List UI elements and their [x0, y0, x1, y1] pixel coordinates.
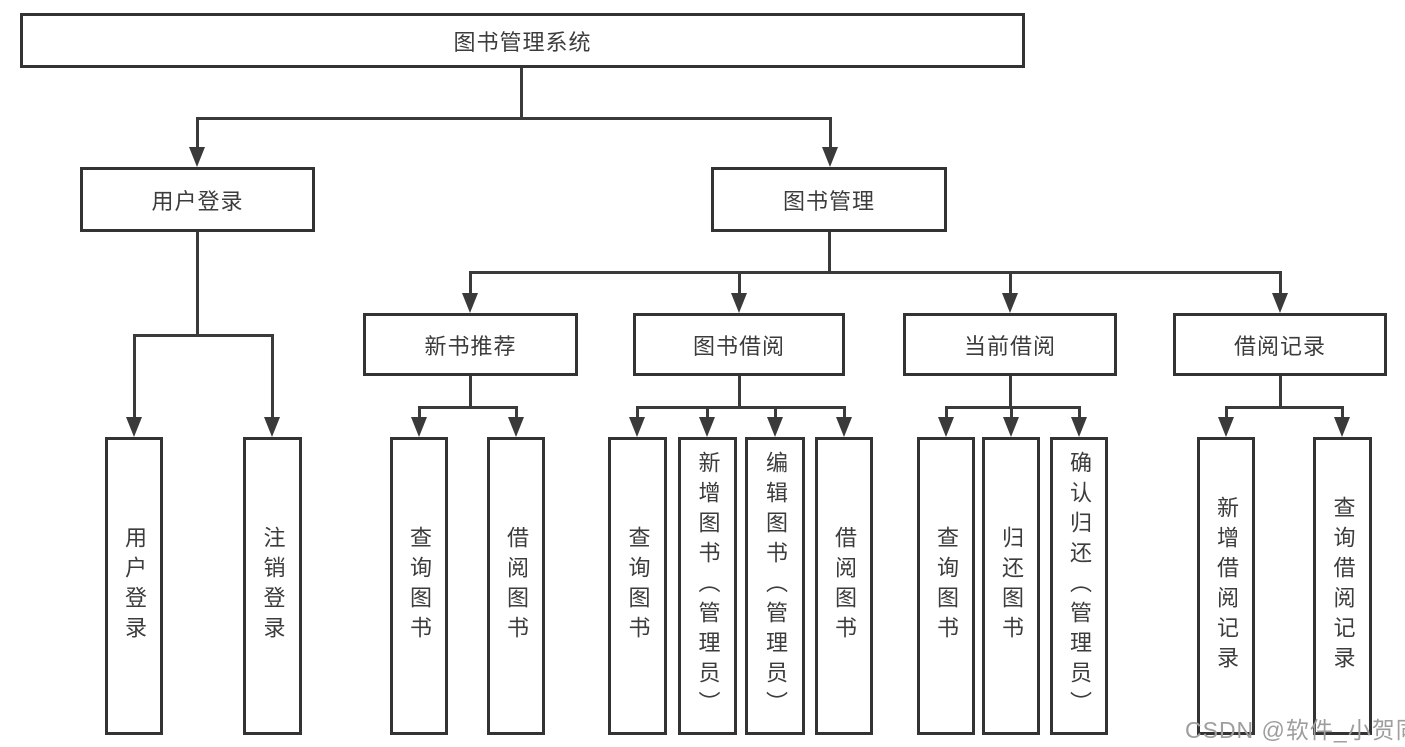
node-label-leaf-edit-books: 编辑图书（管理员）	[763, 451, 788, 721]
connector-line	[705, 407, 709, 421]
arrow-down-icon	[1002, 293, 1018, 313]
connector-line	[828, 118, 832, 151]
node-leaf-query-borrow-record: 查询借阅记录	[1313, 437, 1372, 735]
arrow-down-icon	[189, 147, 205, 167]
node-leaf-query-books-1: 查询图书	[390, 437, 448, 735]
arrow-down-icon	[1272, 293, 1288, 313]
arrow-down-icon	[508, 417, 524, 437]
arrow-down-icon	[938, 417, 954, 437]
connector-line	[944, 407, 948, 421]
node-label-leaf-borrow-books-1: 借阅图书	[504, 526, 529, 646]
connector-line	[1008, 272, 1012, 297]
node-label-current-borrowing: 当前借阅	[963, 333, 1056, 359]
node-label-leaf-add-books: 新增图书（管理员）	[695, 451, 721, 721]
node-label-book-borrowing: 图书借阅	[692, 333, 785, 359]
node-leaf-borrow-books-2: 借阅图书	[815, 437, 873, 735]
node-label-leaf-add-borrow-record: 新增借阅记录	[1214, 496, 1239, 676]
connector-line	[737, 376, 741, 409]
node-leaf-add-books: 新增图书（管理员）	[678, 437, 737, 735]
connector-line	[827, 232, 831, 274]
arrow-down-icon	[629, 417, 645, 437]
node-label-leaf-query-books-2: 查询图书	[625, 526, 651, 646]
node-label-leaf-query-books-3: 查询图书	[934, 526, 959, 646]
connector-line	[1340, 407, 1344, 421]
arrow-down-icon	[411, 417, 427, 437]
node-book-management: 图书管理	[711, 167, 947, 232]
node-label-leaf-return-books: 归还图书	[999, 526, 1024, 646]
node-label-leaf-confirm-return: 确认归还（管理员）	[1067, 451, 1092, 721]
connector-line	[132, 335, 136, 421]
node-label-root: 图书管理系统	[453, 29, 592, 55]
node-current-borrowing: 当前借阅	[903, 313, 1117, 376]
node-label-leaf-logout: 注销登录	[260, 526, 286, 646]
connector-line	[514, 407, 518, 421]
node-leaf-edit-books: 编辑图书（管理员）	[745, 437, 805, 735]
arrow-down-icon	[699, 417, 715, 437]
arrow-down-icon	[767, 417, 783, 437]
connector-line	[1224, 405, 1344, 409]
node-new-book-recommend: 新书推荐	[363, 313, 578, 376]
node-leaf-logout: 注销登录	[243, 437, 302, 735]
connector-line	[132, 333, 274, 337]
node-leaf-add-borrow-record: 新增借阅记录	[1197, 437, 1255, 735]
arrow-down-icon	[1071, 417, 1087, 437]
node-user-login: 用户登录	[80, 167, 315, 232]
node-leaf-borrow-books-1: 借阅图书	[487, 437, 545, 735]
connector-line	[417, 405, 518, 409]
node-label-book-management: 图书管理	[782, 188, 875, 214]
arrow-down-icon	[126, 417, 142, 437]
arrow-down-icon	[1334, 417, 1350, 437]
connector-line	[468, 376, 472, 409]
node-leaf-query-books-3: 查询图书	[917, 437, 975, 735]
connector-line	[519, 68, 523, 120]
connector-line	[1278, 376, 1282, 409]
connector-line	[1278, 272, 1282, 297]
node-label-leaf-query-borrow-record: 查询借阅记录	[1330, 496, 1356, 676]
connector-line	[1077, 407, 1081, 421]
node-borrowing-records: 借阅记录	[1173, 313, 1387, 376]
connector-line	[944, 405, 1081, 409]
node-leaf-confirm-return: 确认归还（管理员）	[1050, 437, 1108, 735]
node-label-leaf-borrow-books-2: 借阅图书	[832, 526, 857, 646]
connector-line	[468, 270, 1282, 274]
connector-line	[635, 405, 846, 409]
node-book-borrowing: 图书借阅	[633, 313, 845, 376]
arrow-down-icon	[1003, 417, 1019, 437]
connector-line	[635, 407, 639, 421]
csdn-watermark: CSDN @软件_小贺同学	[1185, 717, 1405, 743]
connector-line	[417, 407, 421, 421]
connector-line	[195, 232, 199, 337]
node-label-new-book-recommend: 新书推荐	[424, 333, 517, 359]
node-leaf-user-login: 用户登录	[105, 437, 163, 735]
node-label-borrowing-records: 借阅记录	[1233, 333, 1326, 359]
node-leaf-return-books: 归还图书	[982, 437, 1040, 735]
arrow-down-icon	[264, 417, 280, 437]
connector-line	[270, 335, 274, 421]
arrow-down-icon	[731, 293, 747, 313]
connector-line	[468, 272, 472, 297]
node-label-user-login: 用户登录	[151, 188, 244, 214]
arrow-down-icon	[462, 293, 478, 313]
connector-line	[195, 118, 199, 151]
node-root: 图书管理系统	[20, 13, 1025, 68]
node-label-leaf-query-books-1: 查询图书	[407, 526, 432, 646]
arrow-down-icon	[836, 417, 852, 437]
connector-line	[195, 116, 832, 120]
connector-line	[737, 272, 741, 297]
connector-line	[1224, 407, 1228, 421]
connector-line	[773, 407, 777, 421]
arrow-down-icon	[1218, 417, 1234, 437]
arrow-down-icon	[822, 147, 838, 167]
connector-line	[1008, 376, 1012, 409]
connector-line	[1009, 407, 1013, 421]
node-leaf-query-books-2: 查询图书	[608, 437, 667, 735]
connector-line	[842, 407, 846, 421]
node-label-leaf-user-login: 用户登录	[122, 526, 147, 646]
